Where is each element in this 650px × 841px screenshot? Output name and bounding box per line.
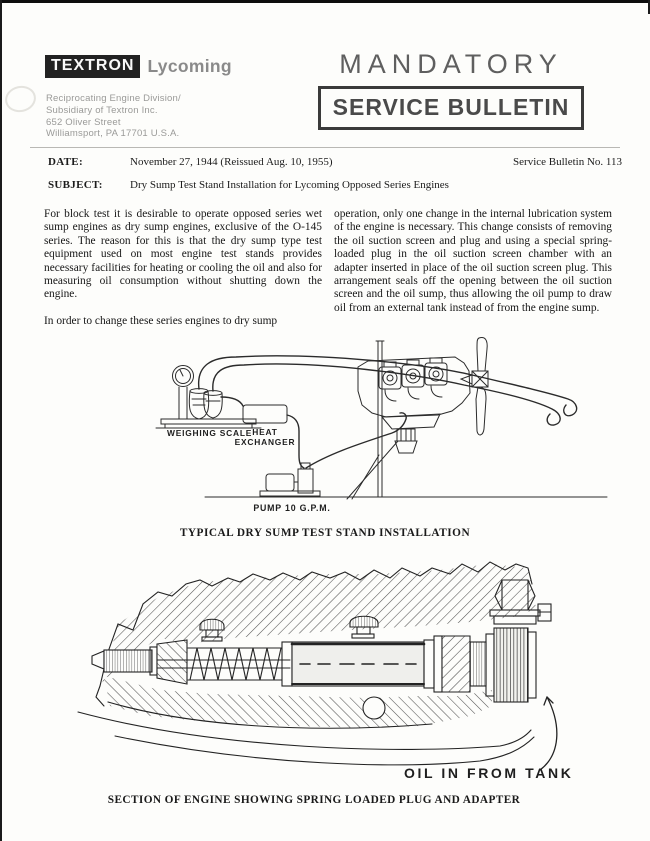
company-address: Reciprocating Engine Division/ Subsidiar…: [46, 93, 181, 140]
oil-in-leader-arrow: [539, 696, 558, 771]
cap-fitting-left: [199, 618, 225, 642]
test-stand-frame: [346, 340, 399, 500]
mandatory-heading: MANDATORY: [339, 49, 563, 79]
test-stand-diagram: WEIGHING SCALE HEAT EXCHANGER PUMP 10 G.…: [155, 337, 608, 513]
bulletin-number: Service Bulletin No. 113: [513, 156, 622, 168]
header-divider: [30, 147, 620, 148]
crankcase-section-lower: [104, 676, 492, 728]
weighing-scale-gauge: [172, 365, 194, 420]
scale-platform: [155, 418, 262, 429]
address-line: Subsidiary of Textron Inc.: [46, 104, 158, 116]
propeller: [459, 337, 489, 436]
casing-outline: [99, 561, 533, 687]
figure1-caption: TYPICAL DRY SUMP TEST STAND INSTALLATION: [179, 527, 471, 539]
company-logo: TEXTRON Lycoming: [45, 55, 232, 78]
body-column-left: For block test it is desirable to operat…: [44, 208, 322, 328]
oil-in-from-tank-label: OIL IN FROM TANK: [404, 765, 573, 781]
heat-exchanger-label-line1: HEAT: [252, 427, 277, 437]
crankcase-section-upper: [102, 564, 536, 684]
oil-pump: [259, 462, 321, 497]
adapter-tube: [290, 635, 487, 693]
threaded-oil-inlet: [485, 627, 537, 703]
heat-exchanger: [242, 404, 288, 424]
cap-fitting-right: [349, 615, 379, 639]
body-column-right: operation, only one change in the intern…: [334, 208, 612, 328]
pump-label: PUMP 10 G.P.M.: [253, 503, 330, 513]
bolt-fitting: [489, 579, 552, 625]
oil-hoses: [197, 355, 578, 469]
date-value: November 27, 1944 (Reissued Aug. 10, 195…: [130, 156, 333, 168]
paragraph: operation, only one change in the intern…: [334, 208, 612, 314]
engine-section-diagram: OIL IN FROM TANK: [77, 561, 573, 781]
scan-edge-top: [0, 0, 650, 3]
body-text: For block test it is desirable to operat…: [44, 208, 612, 328]
scan-edge-left: [0, 0, 2, 841]
paragraph: For block test it is desirable to operat…: [44, 208, 322, 301]
lycoming-logo-text: Lycoming: [147, 56, 232, 76]
service-bulletin-heading: SERVICE BULLETIN: [318, 86, 584, 130]
date-label: DATE:: [48, 156, 83, 168]
textron-logo: TEXTRON: [45, 55, 141, 78]
engine-drawing: [357, 356, 471, 454]
subject-value: Dry Sump Test Stand Installation for Lyc…: [130, 179, 449, 191]
crankcase-lower-curves: [77, 696, 535, 766]
heat-exchanger-label-line2: EXCHANGER: [235, 437, 296, 447]
oil-tank-beakers: [188, 388, 223, 420]
figure2-caption: SECTION OF ENGINE SHOWING SPRING LOADED …: [107, 794, 521, 806]
spring-loaded-plug: [91, 639, 293, 687]
address-line: 652 Oliver Street: [46, 116, 121, 128]
address-line: Williamsport, PA 17701 U.S.A.: [46, 128, 180, 140]
paragraph: In order to change these series engines …: [44, 314, 278, 327]
scan-edge-right: [648, 0, 650, 14]
address-line: Reciprocating Engine Division/: [46, 93, 181, 104]
paper-clip-mark: [2, 83, 39, 115]
weighing-scale-label: WEIGHING SCALE: [167, 428, 252, 438]
subject-label: SUBJECT:: [48, 179, 103, 191]
